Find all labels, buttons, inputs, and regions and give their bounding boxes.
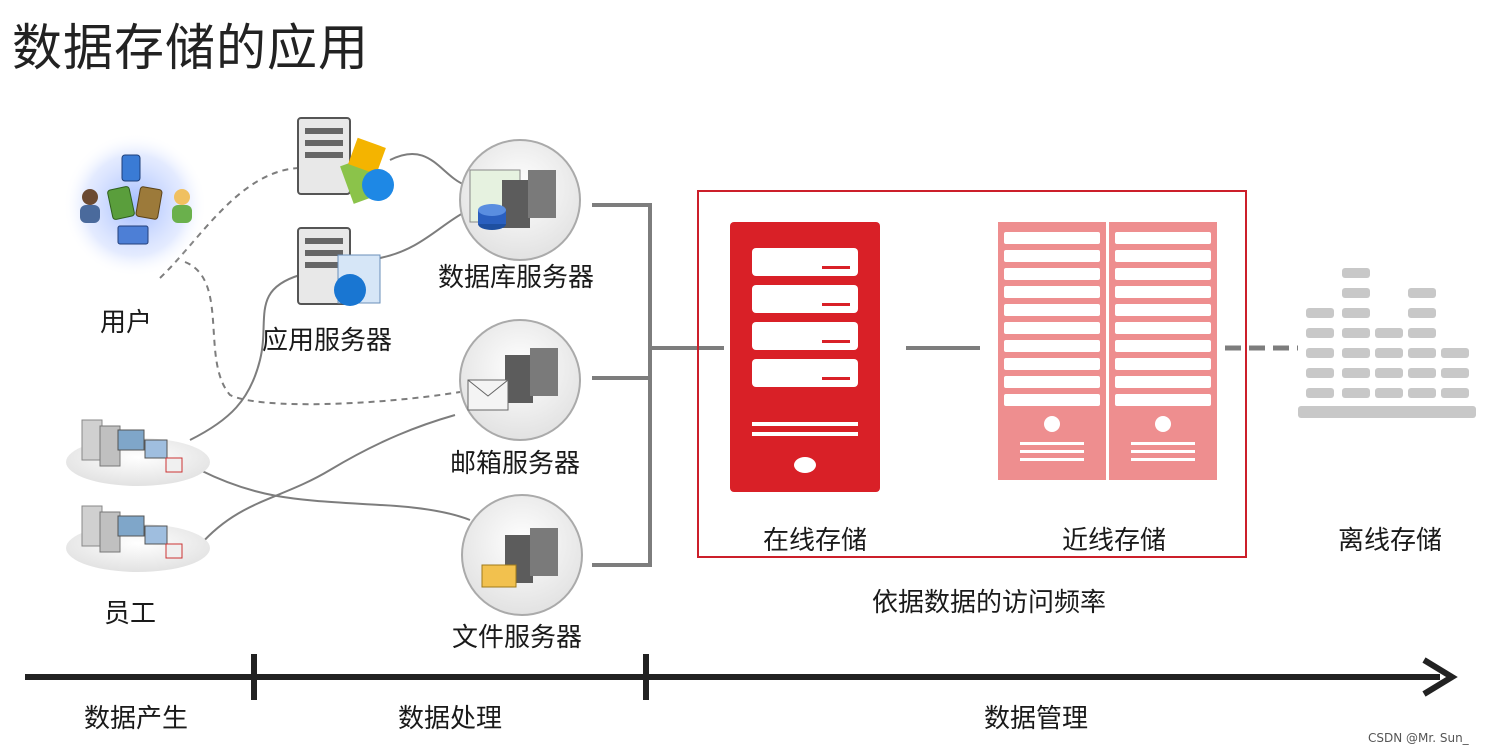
database-server-label: 数据库服务器 xyxy=(438,263,595,293)
access-frequency-caption: 依据数据的访问频率 xyxy=(872,588,1107,618)
mail-server-label: 邮箱服务器 xyxy=(450,449,581,479)
employee-label: 员工 xyxy=(104,599,157,629)
file-server-label: 文件服务器 xyxy=(452,623,583,653)
dashed-user-to-app xyxy=(159,167,301,279)
timeline-stage-manage: 数据管理 xyxy=(984,704,1089,734)
nearline-storage-icon-right xyxy=(1109,222,1217,480)
offline-storage-icon xyxy=(1298,268,1476,418)
online-storage-icon xyxy=(730,222,880,492)
nearline-storage-label: 近线存储 xyxy=(1062,526,1167,556)
curve-app-to-db-top xyxy=(389,153,466,186)
timeline-arrowhead xyxy=(1422,657,1458,697)
page-title: 数据存储的应用 xyxy=(12,19,369,77)
curve-app-to-db-bottom xyxy=(379,211,466,259)
watermark: CSDN @Mr. Sun_ xyxy=(1368,731,1469,745)
timeline-stage-generate: 数据产生 xyxy=(84,704,189,734)
online-storage-label: 在线存储 xyxy=(763,526,868,556)
online-nearline-group-box xyxy=(697,190,1247,558)
curve-emp2-to-mail xyxy=(199,414,456,546)
curve-emp1-to-file xyxy=(199,469,471,521)
dashed-user-to-mail xyxy=(184,261,461,406)
timeline-stage-process: 数据处理 xyxy=(398,704,503,734)
user-glow xyxy=(63,133,207,277)
nearline-storage-icon-left xyxy=(998,222,1106,480)
user-label: 用户 xyxy=(100,308,153,338)
offline-storage-label: 离线存储 xyxy=(1338,526,1443,556)
curve-emp1-to-app xyxy=(189,274,301,441)
app-server-label: 应用服务器 xyxy=(262,326,393,356)
